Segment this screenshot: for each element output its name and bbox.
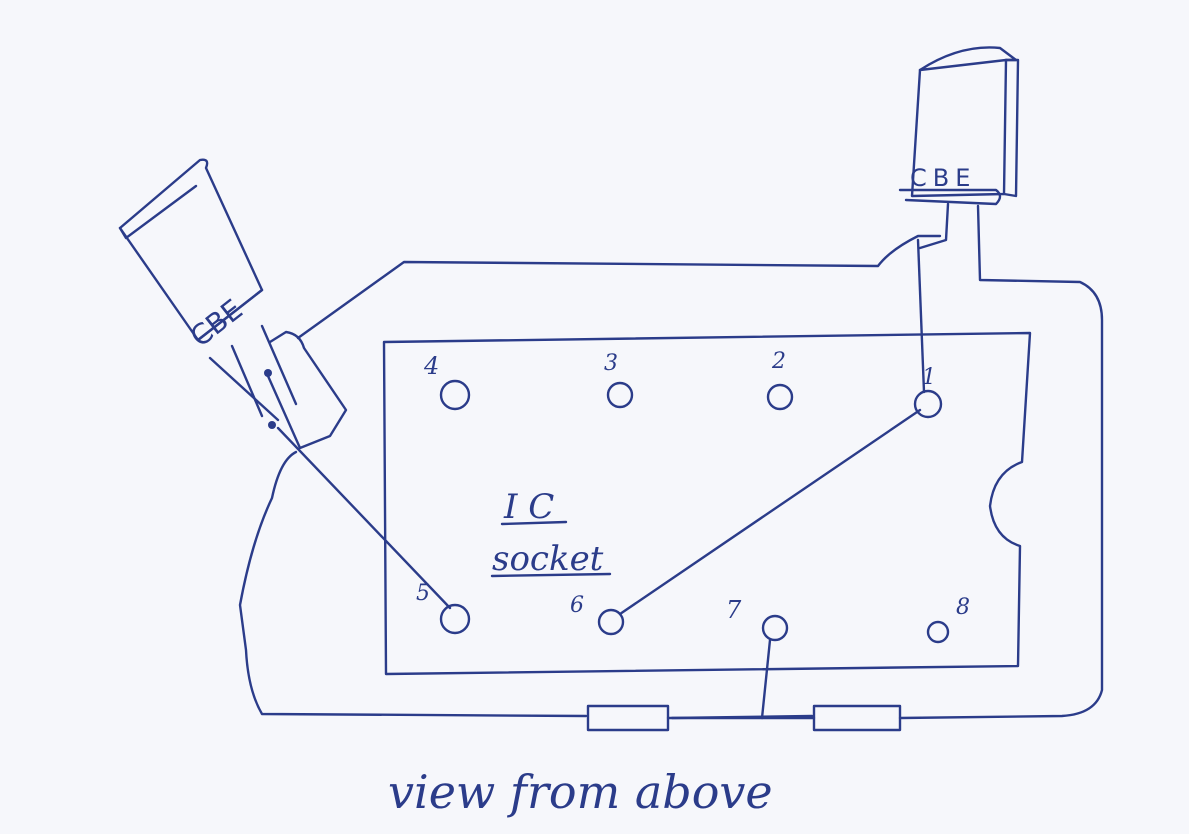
pin-3-label: 3: [604, 351, 618, 376]
solder-dot-upper: [264, 369, 272, 377]
pin-4-hole: [439, 379, 471, 411]
pin-5-hole: [439, 603, 471, 635]
pin-8-label: 8: [956, 595, 970, 620]
socket-label-underline: [490, 572, 612, 578]
transistor-right-pin-label: CBE: [910, 164, 976, 192]
pin-6-hole: [597, 608, 625, 636]
wire-transistor-to-pin5: [276, 426, 452, 610]
pin-numbers: 1 2 3 4 5 6 7 8: [416, 349, 970, 624]
pin-7-label: 7: [726, 596, 742, 624]
ic-label: I C: [503, 487, 554, 527]
ic-label-underline: [500, 520, 568, 526]
pin-7-hole: [761, 614, 789, 642]
transistor-right: CBE: [898, 46, 1020, 394]
wire-pin7-down: [760, 638, 772, 720]
pin-2-label: 2: [771, 349, 786, 374]
caption: view from above: [388, 765, 773, 819]
pin-5-label: 5: [416, 581, 430, 606]
wire-pin1-to-pin6: [618, 408, 922, 616]
pin-8-hole: [926, 620, 950, 644]
solder-dot-lower: [268, 421, 276, 429]
outer-wire-loop: [238, 204, 1104, 720]
socket-pins: [439, 379, 950, 644]
pin-2-hole: [766, 383, 794, 411]
ic-socket-outline: [382, 331, 1032, 676]
pin-1-hole: [913, 389, 943, 419]
pin-4-label: 4: [423, 352, 439, 380]
pin-3-hole: [606, 381, 634, 409]
pin-6-label: 6: [570, 593, 584, 618]
pin-1-label: 1: [922, 365, 936, 390]
socket-label: socket: [492, 539, 604, 579]
